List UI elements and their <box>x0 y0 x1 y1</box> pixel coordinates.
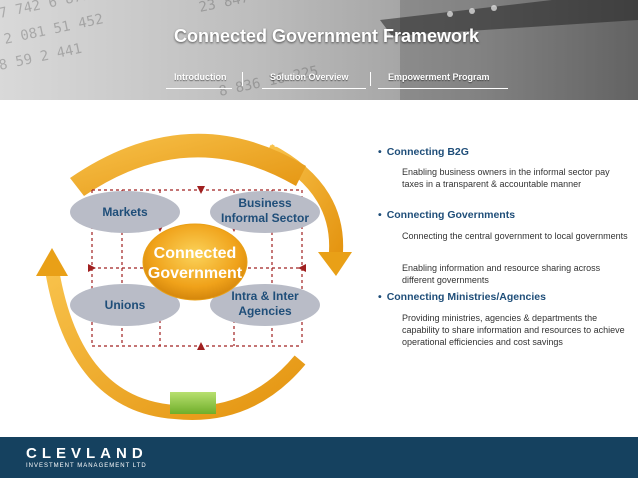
bullet-body-governments-1: Connecting the central government to loc… <box>402 231 628 241</box>
node-business-label: Business <box>238 196 292 210</box>
bullet-body-ministries: Providing ministries, agencies & departm… <box>402 313 625 347</box>
nav-underline <box>378 88 508 89</box>
center-label-line2: Government <box>148 265 243 282</box>
green-block <box>170 392 216 414</box>
bullet-heading-b2g: •Connecting B2G <box>378 146 469 158</box>
node-unions-label: Unions <box>105 298 146 312</box>
company-logo-subtitle: INVESTMENT MANAGEMENT LTD <box>26 463 147 469</box>
bullet-body-b2g: Enabling business owners in the informal… <box>402 167 610 189</box>
bullet-dot: • <box>378 291 382 303</box>
top-nav: Introduction Solution Overview Empowerme… <box>166 70 508 90</box>
node-intra-inter-label: Intra & Inter <box>231 289 299 303</box>
nav-introduction[interactable]: Introduction <box>174 72 227 82</box>
arc-banner <box>70 133 306 196</box>
bullet-body-governments-2: Enabling information and resource sharin… <box>402 263 601 285</box>
collaboration-diagram: Collaboration and Interaction Markets Bu… <box>36 119 352 420</box>
banner-background-image: 7 742 6 875 2 081 51 452 8 59 2 441 23 8… <box>0 0 638 100</box>
company-logo: CLEVLAND <box>26 445 148 462</box>
bullet-heading-governments: •Connecting Governments <box>378 209 516 221</box>
header-banner: 7 742 6 875 2 081 51 452 8 59 2 441 23 8… <box>0 0 638 100</box>
center-label-line1: Connected <box>154 245 237 262</box>
node-business-informal-sector <box>210 191 320 233</box>
svg-text:23 847 10 396: 23 847 10 396 <box>198 0 309 16</box>
nav-empowerment-program[interactable]: Empowerment Program <box>388 72 490 82</box>
node-unions <box>70 284 180 326</box>
page-title: Connected Government Framework <box>174 26 480 46</box>
node-agencies-label: Agencies <box>238 304 292 318</box>
node-informal-sector-label: Informal Sector <box>221 211 309 225</box>
node-intra-inter-agencies <box>210 284 320 326</box>
footer: CLEVLAND INVESTMENT MANAGEMENT LTD <box>0 437 638 478</box>
bullet-dot: • <box>378 146 382 158</box>
nav-solution-overview[interactable]: Solution Overview <box>270 72 349 82</box>
center-connected-government <box>142 223 248 301</box>
node-markets-label: Markets <box>102 205 148 219</box>
nav-separator <box>370 72 371 86</box>
node-markets <box>70 191 180 233</box>
bullet-heading-ministries: •Connecting Ministries/Agencies <box>378 291 546 303</box>
nav-underline <box>166 88 232 89</box>
nav-underline <box>262 88 366 89</box>
nav-separator <box>242 72 243 86</box>
bullet-dot: • <box>378 209 382 221</box>
